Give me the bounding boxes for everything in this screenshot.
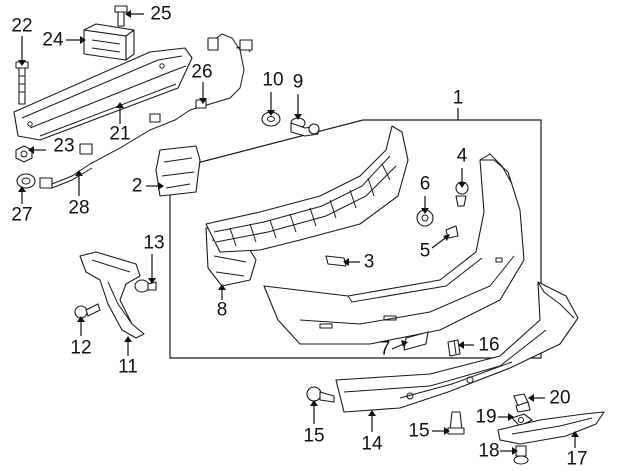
callout-2: 2 <box>131 175 143 197</box>
callout-27: 27 <box>11 204 33 226</box>
bracket-24 <box>83 23 135 61</box>
reinforcement-beam <box>13 47 193 141</box>
energy-absorber <box>205 125 409 253</box>
callout-26: 26 <box>191 61 213 83</box>
callout-24: 24 <box>42 29 64 51</box>
sensor-9 <box>290 117 320 137</box>
screw-13 <box>134 279 157 293</box>
callout-5: 5 <box>419 240 431 262</box>
clip-3 <box>325 255 347 267</box>
nut-23 <box>15 145 33 163</box>
callout-25: 25 <box>150 3 172 25</box>
lower-valance <box>335 281 579 413</box>
callout-28: 28 <box>68 197 90 219</box>
callout-9: 9 <box>292 71 304 93</box>
callout-17: 17 <box>566 448 588 470</box>
callout-13: 13 <box>143 232 165 254</box>
callout-15a: 15 <box>303 425 325 447</box>
clip-19 <box>511 413 533 427</box>
callout-19: 19 <box>475 406 497 428</box>
callout-10: 10 <box>262 69 284 91</box>
clip-20 <box>513 393 531 413</box>
callout-14: 14 <box>361 433 383 455</box>
assembly-frame <box>169 119 542 359</box>
bolt-12 <box>74 303 101 319</box>
callout-22: 22 <box>11 15 33 37</box>
undertray-17 <box>497 411 605 445</box>
callout-21: 21 <box>109 123 131 145</box>
callout-3: 3 <box>363 251 375 273</box>
retainer-16 <box>447 339 461 357</box>
wiring-harness-26 <box>189 33 253 111</box>
callout-16: 16 <box>478 334 500 356</box>
bolt-15b <box>447 411 465 435</box>
fastener-18 <box>513 445 529 465</box>
bracket-11 <box>79 251 145 339</box>
sensor-bolt-4 <box>455 181 469 207</box>
bumper-cover <box>263 153 525 345</box>
callout-12: 12 <box>70 337 92 359</box>
callout-18: 18 <box>478 440 500 462</box>
bolt-15a <box>306 386 335 403</box>
wiring-harness-28 <box>39 109 191 189</box>
callout-4: 4 <box>456 145 468 167</box>
callout-8: 8 <box>216 299 228 321</box>
callout-1: 1 <box>452 87 464 109</box>
bolt-22 <box>15 61 29 105</box>
callout-11: 11 <box>118 356 138 378</box>
bolt-25 <box>114 5 128 27</box>
callout-7: 7 <box>379 338 391 360</box>
grommet-27 <box>16 173 36 189</box>
callout-6: 6 <box>419 173 431 195</box>
insert-7 <box>403 331 429 351</box>
callout-23: 23 <box>53 135 75 157</box>
leader-arrowheads <box>18 10 579 455</box>
absorber-pad-2 <box>155 145 201 197</box>
callout-20: 20 <box>549 387 571 409</box>
callout-15b: 15 <box>408 420 430 442</box>
